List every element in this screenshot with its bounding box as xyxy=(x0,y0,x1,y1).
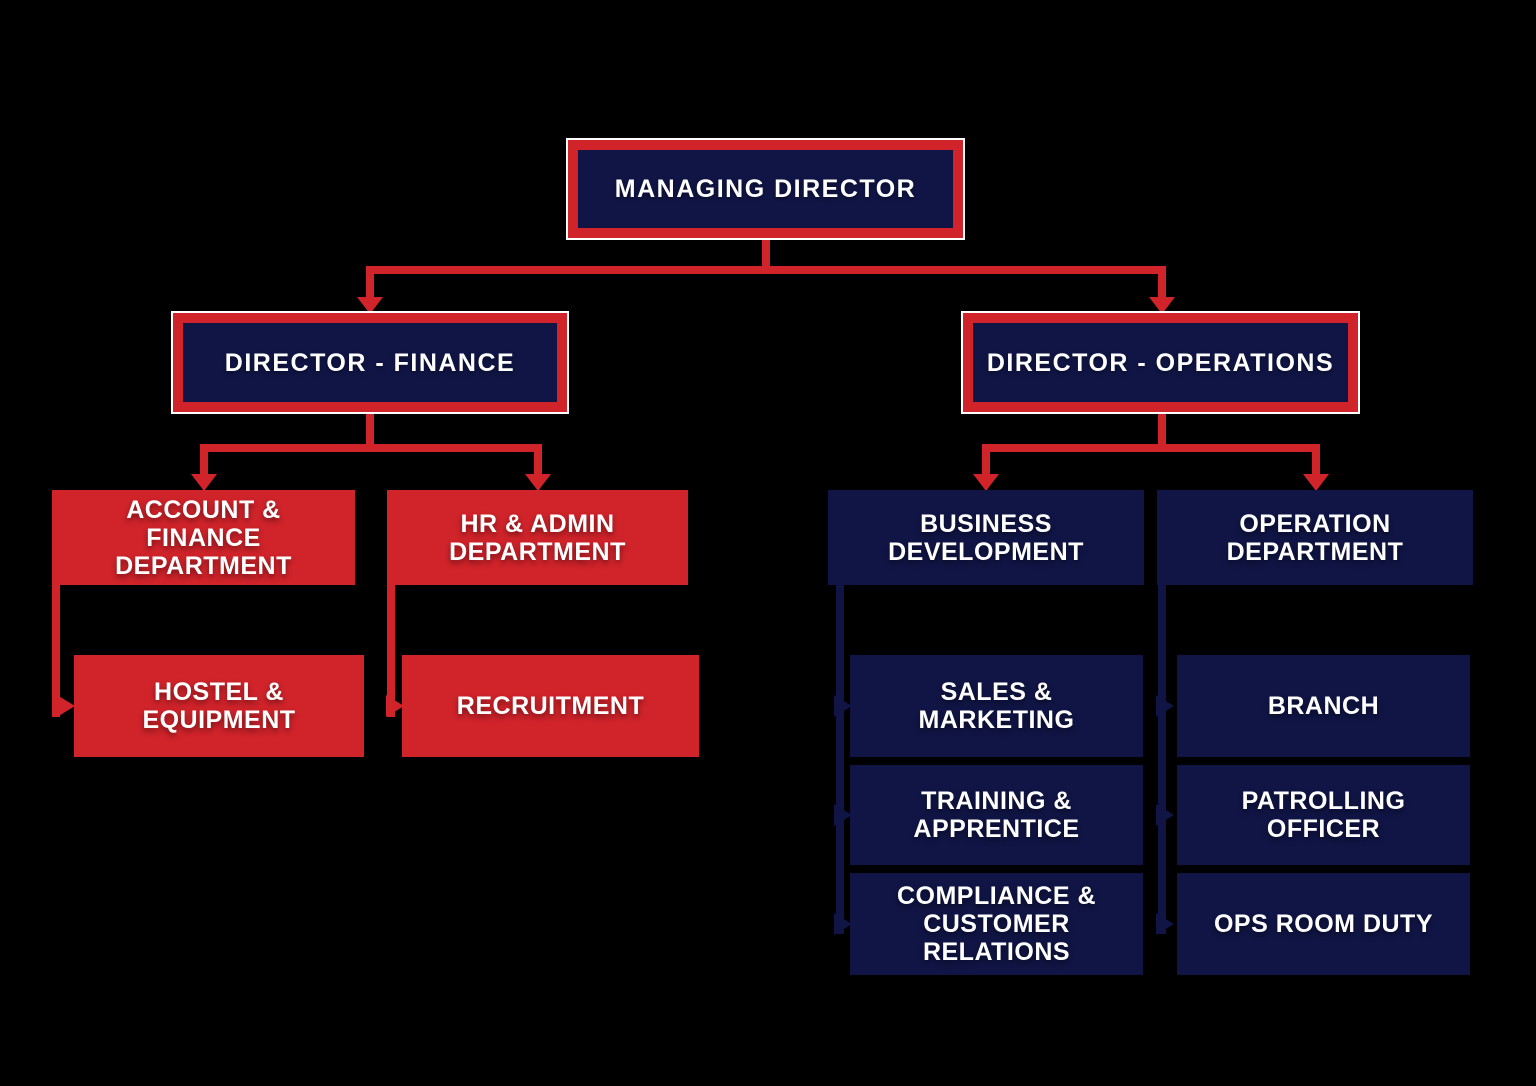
node-training-apprentice: TRAINING & APPRENTICE xyxy=(850,765,1143,865)
arrowhead-into-ops-room-duty xyxy=(1156,913,1174,935)
arrowhead-into-business-development xyxy=(973,474,999,491)
node-recruitment: RECRUITMENT xyxy=(402,655,699,757)
node-sales-marketing-label: SALES & MARKETING xyxy=(918,678,1075,734)
arrowhead-into-operation-department xyxy=(1303,474,1329,491)
node-account-finance-department: ACCOUNT & FINANCE DEPARTMENT xyxy=(52,490,355,585)
arrowhead-into-patrolling-officer xyxy=(1156,804,1174,826)
node-sales-marketing: SALES & MARKETING xyxy=(850,655,1143,757)
arrowhead-into-director-finance xyxy=(357,297,383,314)
connector-operations-drop xyxy=(1158,270,1166,300)
connector-account-rail xyxy=(52,584,60,717)
node-business-development-label: BUSINESS DEVELOPMENT xyxy=(888,509,1084,566)
node-managing-director: MANAGING DIRECTOR xyxy=(568,140,963,238)
node-hr-admin-department: HR & ADMIN DEPARTMENT xyxy=(387,490,688,585)
node-account-finance-department-label: ACCOUNT & FINANCE DEPARTMENT xyxy=(115,495,292,580)
node-hostel-equipment-label: HOSTEL & EQUIPMENT xyxy=(142,678,296,734)
connector-account-drop xyxy=(200,448,208,476)
connector-operations-stem xyxy=(1158,410,1166,452)
node-recruitment-label: RECRUITMENT xyxy=(456,692,645,720)
arrowhead-into-director-operations xyxy=(1149,297,1175,314)
arrowhead-into-branch xyxy=(1156,695,1174,717)
connector-operations-bar xyxy=(982,444,1320,452)
connector-finance-bar xyxy=(200,444,542,452)
node-director-finance-label: DIRECTOR - FINANCE xyxy=(224,348,516,377)
node-hostel-equipment: HOSTEL & EQUIPMENT xyxy=(74,655,364,757)
arrowhead-into-sales-marketing xyxy=(834,695,852,717)
arrowhead-into-hr-admin xyxy=(525,474,551,491)
connector-finance-stem xyxy=(366,410,374,452)
node-patrolling-officer-label: PATROLLING OFFICER xyxy=(1241,787,1406,843)
node-branch: BRANCH xyxy=(1177,655,1470,757)
arrowhead-into-recruitment xyxy=(386,695,404,717)
node-training-apprentice-label: TRAINING & APPRENTICE xyxy=(913,787,1080,843)
node-business-development: BUSINESS DEVELOPMENT xyxy=(828,490,1144,585)
node-director-finance: DIRECTOR - FINANCE xyxy=(173,313,567,412)
connector-md-bar xyxy=(366,266,1166,274)
node-director-operations: DIRECTOR - OPERATIONS xyxy=(963,313,1358,412)
node-ops-room-duty-label: OPS ROOM DUTY xyxy=(1213,910,1433,938)
connector-finance-drop xyxy=(366,270,374,300)
connector-md-stem xyxy=(762,236,770,270)
node-hr-admin-department-label: HR & ADMIN DEPARTMENT xyxy=(449,509,626,566)
connector-operation-rail xyxy=(1158,584,1166,934)
connector-operation-dept-drop xyxy=(1312,448,1320,476)
node-ops-room-duty: OPS ROOM DUTY xyxy=(1177,873,1470,975)
node-compliance-customer-relations-label: COMPLIANCE & CUSTOMER RELATIONS xyxy=(896,882,1097,966)
connector-hr-drop xyxy=(534,448,542,476)
node-operation-department-label: OPERATION DEPARTMENT xyxy=(1226,509,1404,566)
arrowhead-into-training-apprentice xyxy=(834,804,852,826)
node-branch-label: BRANCH xyxy=(1267,692,1380,720)
connector-business-rail xyxy=(836,584,844,934)
arrowhead-into-account-finance xyxy=(191,474,217,491)
node-managing-director-label: MANAGING DIRECTOR xyxy=(614,175,917,203)
node-compliance-customer-relations: COMPLIANCE & CUSTOMER RELATIONS xyxy=(850,873,1143,975)
node-patrolling-officer: PATROLLING OFFICER xyxy=(1177,765,1470,865)
node-director-operations-label: DIRECTOR - OPERATIONS xyxy=(986,348,1335,377)
connector-hr-rail xyxy=(387,584,395,717)
node-operation-department: OPERATION DEPARTMENT xyxy=(1157,490,1473,585)
connector-business-drop xyxy=(982,448,990,476)
arrowhead-into-hostel-equipment xyxy=(57,695,75,717)
arrowhead-into-compliance-customer xyxy=(834,913,852,935)
